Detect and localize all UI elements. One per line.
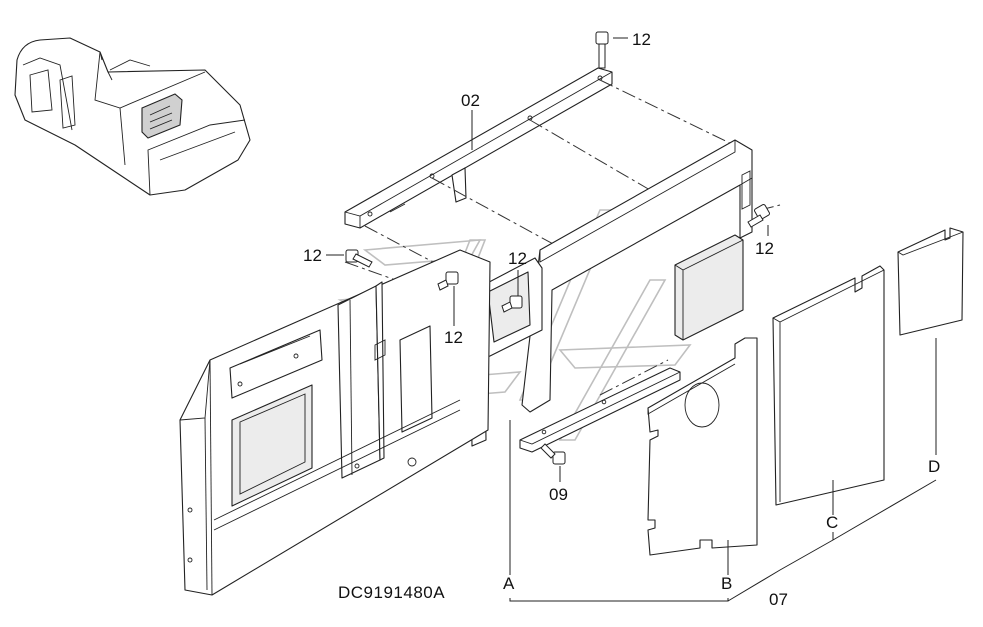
callout-02: 02 <box>461 91 480 110</box>
lower-rail <box>519 367 681 453</box>
pad-D <box>897 227 964 336</box>
callout-12-mid: 12 <box>508 249 527 268</box>
callout-09: 09 <box>549 485 568 504</box>
main-door-panel <box>179 249 491 596</box>
bolt-left <box>345 249 373 268</box>
pad-B <box>647 337 758 556</box>
bolt-top <box>595 31 609 69</box>
callout-07: 07 <box>769 590 788 609</box>
bolt-plate <box>501 295 523 313</box>
callout-12-right: 12 <box>755 239 774 258</box>
callout-A: A <box>503 574 515 593</box>
callout-12-top: 12 <box>632 30 651 49</box>
callout-12-left: 12 <box>303 246 322 265</box>
callout-B: B <box>721 574 732 593</box>
drawing-number: DC9191480A <box>338 583 445 602</box>
pad-upper-small <box>674 234 744 341</box>
leader-lines <box>326 37 937 602</box>
bolt-mid <box>437 271 459 291</box>
callout-D: D <box>928 457 940 476</box>
excavator-locator-icon <box>14 37 251 196</box>
rail-02 <box>344 67 613 229</box>
bolt-right <box>747 204 770 228</box>
callout-C: C <box>826 513 838 532</box>
bolt-09 <box>540 443 566 465</box>
callout-12-lower: 12 <box>444 328 463 347</box>
pad-C <box>772 265 885 506</box>
